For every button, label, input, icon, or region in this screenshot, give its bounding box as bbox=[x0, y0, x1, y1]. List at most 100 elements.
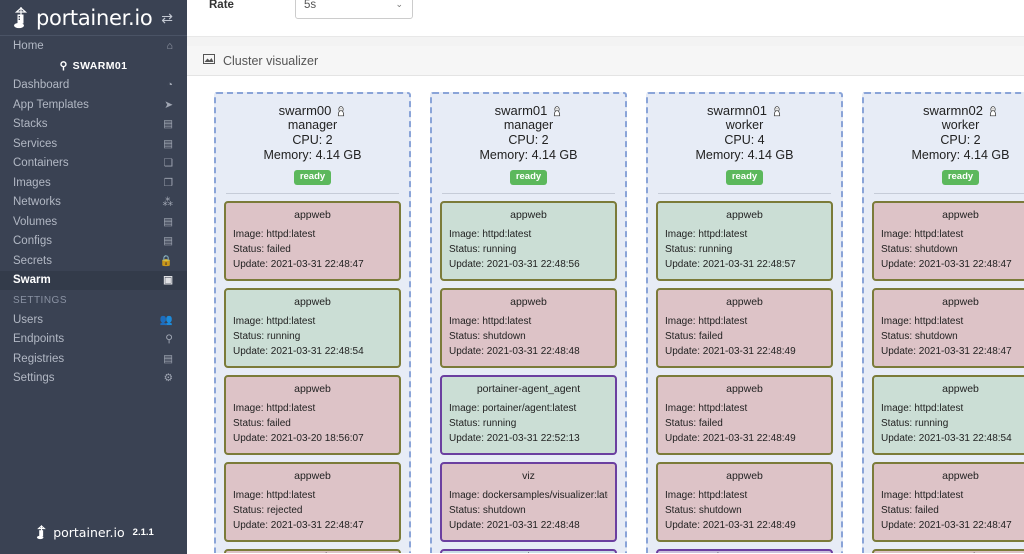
sidebar-item-registries[interactable]: Registries▤ bbox=[0, 349, 187, 369]
node-cpu: CPU: 2 bbox=[940, 133, 981, 147]
sidebar-toggle-icon[interactable]: ⇄ bbox=[161, 9, 173, 26]
task-card[interactable]: viz bbox=[440, 549, 617, 553]
sidebar-item-label: App Templates bbox=[13, 98, 89, 111]
sidebar-item-images[interactable]: Images❐ bbox=[0, 173, 187, 193]
task-name: appweb bbox=[942, 470, 979, 482]
task-status: Status: shutdown bbox=[449, 505, 526, 516]
rate-select[interactable]: 5s ⌄ bbox=[295, 0, 413, 19]
task-update: Update: 2021-03-31 22:48:48 bbox=[449, 346, 580, 357]
task-image: Image: httpd:latest bbox=[233, 403, 316, 414]
sidebar-item-services[interactable]: Services▤ bbox=[0, 134, 187, 154]
sidebar-item-dashboard[interactable]: Dashboard◔ bbox=[0, 76, 187, 96]
plug-icon: ⚲ bbox=[165, 333, 173, 346]
task-name: appweb bbox=[942, 296, 979, 308]
node-memory: Memory: 4.14 GB bbox=[695, 148, 794, 162]
sidebar-item-label: Configs bbox=[13, 235, 52, 248]
cluster-visualizer-header: Cluster visualizer bbox=[187, 46, 1024, 76]
rate-label: Rate bbox=[209, 0, 234, 11]
task-status: Status: failed bbox=[881, 505, 939, 516]
node-status-wrap: ready bbox=[656, 166, 833, 185]
task-status: Status: failed bbox=[233, 244, 291, 255]
sidebar-item-label: Containers bbox=[13, 157, 69, 170]
status-badge: ready bbox=[509, 170, 548, 185]
sidebar-active-endpoint[interactable]: ⚲ SWARM01 bbox=[0, 56, 187, 76]
task-status: Status: shutdown bbox=[665, 505, 742, 516]
node-memory: Memory: 4.14 GB bbox=[263, 148, 362, 162]
sidebar-item-app-templates[interactable]: App Templates ➤ bbox=[0, 95, 187, 115]
sidebar-item-containers[interactable]: Containers ❏ bbox=[0, 154, 187, 174]
task-image: Image: httpd:latest bbox=[881, 490, 964, 501]
sidebar-settings-list: Users👥 Endpoints ⚲ Registries▤Settings⚙ bbox=[0, 310, 187, 388]
sidebar-item-users[interactable]: Users👥 bbox=[0, 310, 187, 330]
linux-penguin-icon bbox=[773, 105, 781, 116]
networks-icon: ⁂ bbox=[162, 196, 174, 209]
task-card[interactable]: appweb bbox=[224, 549, 401, 553]
sidebar-item-home[interactable]: Home ⌂ bbox=[0, 36, 187, 56]
sidebar-item-label: Secrets bbox=[13, 254, 52, 267]
sidebar-item-stacks[interactable]: Stacks▤ bbox=[0, 115, 187, 135]
swarm-icon: ▣ bbox=[163, 274, 173, 287]
task-update: Update: 2021-03-31 22:48:47 bbox=[233, 520, 364, 531]
task-status: Status: running bbox=[665, 244, 733, 255]
task-name: portainer-agent_agent bbox=[658, 551, 831, 553]
task-card[interactable]: appweb bbox=[872, 549, 1024, 553]
task-update: Update: 2021-03-31 22:48:57 bbox=[665, 259, 796, 270]
task-status: Status: shutdown bbox=[881, 331, 958, 342]
node-divider bbox=[658, 193, 831, 194]
task-status: Status: running bbox=[449, 418, 517, 429]
sidebar-item-swarm[interactable]: Swarm▣ bbox=[0, 270, 187, 290]
rocket-icon: ➤ bbox=[164, 98, 173, 111]
task-update: Update: 2021-03-31 22:48:47 bbox=[881, 259, 1012, 270]
node-hostname-text: swarmn02 bbox=[923, 103, 983, 118]
sidebar-item-label: Home bbox=[13, 39, 44, 52]
node-divider bbox=[874, 193, 1024, 194]
node-hostname-text: swarmn01 bbox=[707, 103, 767, 118]
endpoint-name: SWARM01 bbox=[72, 59, 128, 72]
task-name: appweb bbox=[726, 470, 763, 482]
task-update: Update: 2021-03-20 18:56:07 bbox=[233, 433, 364, 444]
sidebar-item-secrets[interactable]: Secrets 🔒 bbox=[0, 251, 187, 271]
task-status: Status: failed bbox=[233, 418, 291, 429]
node-role: manager bbox=[503, 118, 554, 132]
task-update: Update: 2021-03-31 22:48:54 bbox=[233, 346, 364, 357]
sidebar-item-configs[interactable]: Configs ▤ bbox=[0, 232, 187, 252]
task-status: Status: running bbox=[233, 331, 301, 342]
task-name: viz bbox=[442, 551, 615, 553]
sidebar-item-volumes[interactable]: Volumes▤ bbox=[0, 212, 187, 232]
task-name: appweb bbox=[294, 470, 331, 482]
task-card[interactable]: portainer-agent_agent bbox=[656, 549, 833, 553]
sidebar-item-endpoints[interactable]: Endpoints ⚲ bbox=[0, 330, 187, 350]
task-name: appweb bbox=[726, 296, 763, 308]
home-icon: ⌂ bbox=[166, 39, 173, 52]
secrets-lock-icon: 🔒 bbox=[159, 255, 173, 268]
containers-icon: ❏ bbox=[163, 157, 173, 170]
sidebar-item-label: Endpoints bbox=[13, 333, 65, 346]
sidebar-divider bbox=[0, 35, 187, 36]
dashboard-icon: ◔ bbox=[166, 79, 173, 92]
node-hostname: swarm01 bbox=[440, 103, 617, 118]
sidebar-footer-brand: portainer.io bbox=[53, 524, 125, 540]
sidebar-item-settings[interactable]: Settings⚙ bbox=[0, 369, 187, 389]
configs-icon: ▤ bbox=[163, 235, 173, 248]
sidebar-item-networks[interactable]: Networks⁂ bbox=[0, 193, 187, 213]
sidebar-brand[interactable]: portainer.io ⇄ bbox=[0, 0, 187, 35]
